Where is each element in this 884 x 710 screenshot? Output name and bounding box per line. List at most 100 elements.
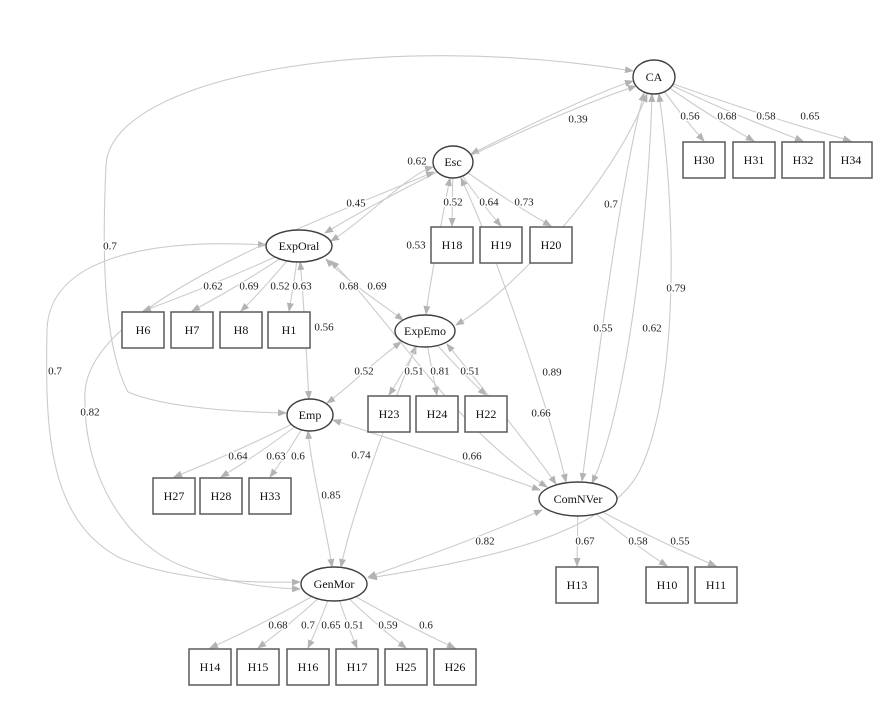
indicator-H24: H24 (415, 395, 459, 433)
latent-label-ExpEmo: ExpEmo (404, 324, 446, 338)
loading-label-H17: 0.51 (344, 620, 363, 632)
loading-edge-CA-H34 (653, 76, 852, 143)
correlation-label-ExpOral-Esc: 0.62 (407, 156, 426, 168)
indicator-H16: H16 (286, 648, 330, 686)
indicator-label-H11: H11 (706, 578, 726, 592)
loading-label-H34: 0.65 (800, 111, 820, 123)
edge-ComNVer-GenMor (367, 509, 543, 578)
latent-ellipse-Esc (432, 145, 474, 179)
indicator-box-H10 (645, 566, 689, 604)
indicator-box-H20 (529, 226, 573, 264)
latent-ellipse-GenMor (300, 566, 368, 602)
loading-label-H13: 0.67 (575, 536, 595, 548)
loading-label-H8: 0.52 (270, 281, 289, 293)
indicator-box-H26 (433, 648, 477, 686)
indicator-H13: H13 (555, 566, 599, 604)
correlation-label-Emp-ComNVer: 0.66 (462, 451, 482, 463)
indicator-edges (142, 76, 852, 649)
latent-ellipse-ComNVer (538, 481, 618, 517)
indicator-box-H15 (236, 648, 280, 686)
correlation-label-Esc-CA: 0.39 (568, 114, 588, 126)
indicator-H32: H32 (781, 141, 825, 179)
indicator-H14: H14 (188, 648, 232, 686)
edge-ExpOral-GenMor (46, 241, 301, 586)
correlation-label-ExpEmo-ExpOral: 0.68 (339, 281, 359, 293)
correlation-label-ExpEmo-GenMor: 0.74 (351, 450, 371, 462)
indicator-H31: H31 (732, 141, 776, 179)
indicator-label-H10: H10 (657, 578, 678, 592)
indicator-box-H19 (479, 226, 523, 264)
indicator-box-H22 (464, 395, 508, 433)
latent-Emp: Emp (286, 398, 334, 432)
correlation-label-Esc-GenMor: 0.82 (80, 407, 99, 419)
loading-label-H11: 0.55 (670, 536, 690, 548)
latent-GenMor: GenMor (300, 566, 368, 602)
indicator-label-H16: H16 (298, 660, 319, 674)
indicator-H17: H17 (335, 648, 379, 686)
indicator-H27: H27 (152, 477, 196, 515)
indicator-box-H34 (829, 141, 873, 179)
indicator-label-H25: H25 (396, 660, 417, 674)
indicator-H10: H10 (645, 566, 689, 604)
indicator-box-H28 (199, 477, 243, 515)
loading-label-H33: 0.6 (291, 451, 305, 463)
latent-ExpEmo: ExpEmo (394, 314, 456, 348)
indicator-box-H30 (682, 141, 726, 179)
latent-label-Emp: Emp (299, 408, 322, 422)
indicator-box-H13 (555, 566, 599, 604)
latent-ellipse-Emp (286, 398, 334, 432)
correlation-label-CA-ExpEmo: 0.7 (604, 199, 618, 211)
loading-label-H22: 0.51 (460, 366, 479, 378)
indicator-box-H18 (430, 226, 474, 264)
correlation-label-Esc-ComNVer: 0.89 (542, 367, 562, 379)
indicator-label-H18: H18 (442, 238, 463, 252)
indicator-box-H31 (732, 141, 776, 179)
indicator-label-H14: H14 (200, 660, 221, 674)
edge-CA-ComNVer (591, 93, 656, 484)
indicator-H20: H20 (529, 226, 573, 264)
edge-Esc-ComNVer (460, 177, 568, 483)
indicator-label-H7: H7 (185, 323, 200, 337)
loading-label-H6: 0.62 (203, 281, 222, 293)
indicator-H30: H30 (682, 141, 726, 179)
loading-edge-CA-H32 (653, 76, 804, 142)
correlation-label-ComNVer-GenMor: 0.82 (475, 536, 494, 548)
indicator-box-H8 (219, 311, 263, 349)
loading-label-H23: 0.51 (404, 366, 423, 378)
indicator-box-H7 (170, 311, 214, 349)
loading-label-H32: 0.58 (756, 111, 776, 123)
latent-CA: CA (632, 59, 676, 95)
indicator-H8: H8 (219, 311, 263, 349)
indicator-H11: H11 (694, 566, 738, 604)
indicator-H34: H34 (829, 141, 873, 179)
indicator-box-H33 (248, 477, 292, 515)
latent-label-CA: CA (646, 70, 663, 84)
latent-ExpOral: ExpOral (265, 229, 333, 263)
indicator-box-H17 (335, 648, 379, 686)
indicator-box-H11 (694, 566, 738, 604)
correlation-label-Esc-ExpEmo: 0.53 (406, 240, 426, 252)
edge-CA-ExpEmo (455, 93, 648, 326)
loading-label-H15: 0.7 (301, 620, 315, 632)
indicator-box-H1 (267, 311, 311, 349)
indicator-label-H31: H31 (744, 153, 765, 167)
indicator-box-H16 (286, 648, 330, 686)
indicator-H22: H22 (464, 395, 508, 433)
indicator-label-H30: H30 (694, 153, 715, 167)
indicator-box-H14 (188, 648, 232, 686)
loading-label-H31: 0.68 (717, 111, 737, 123)
correlation-label-CA-ComNVer: 0.55 (593, 323, 613, 335)
latent-label-ComNVer: ComNVer (554, 492, 603, 506)
indicator-label-H6: H6 (136, 323, 151, 337)
edge-CA-Emp (103, 55, 634, 417)
indicator-box-H6 (121, 311, 165, 349)
indicator-label-H22: H22 (476, 407, 497, 421)
indicator-box-H24 (415, 395, 459, 433)
indicator-H26: H26 (433, 648, 477, 686)
indicator-label-H33: H33 (260, 489, 281, 503)
latent-label-ExpOral: ExpOral (279, 239, 320, 253)
loading-label-H24: 0.81 (430, 366, 449, 378)
